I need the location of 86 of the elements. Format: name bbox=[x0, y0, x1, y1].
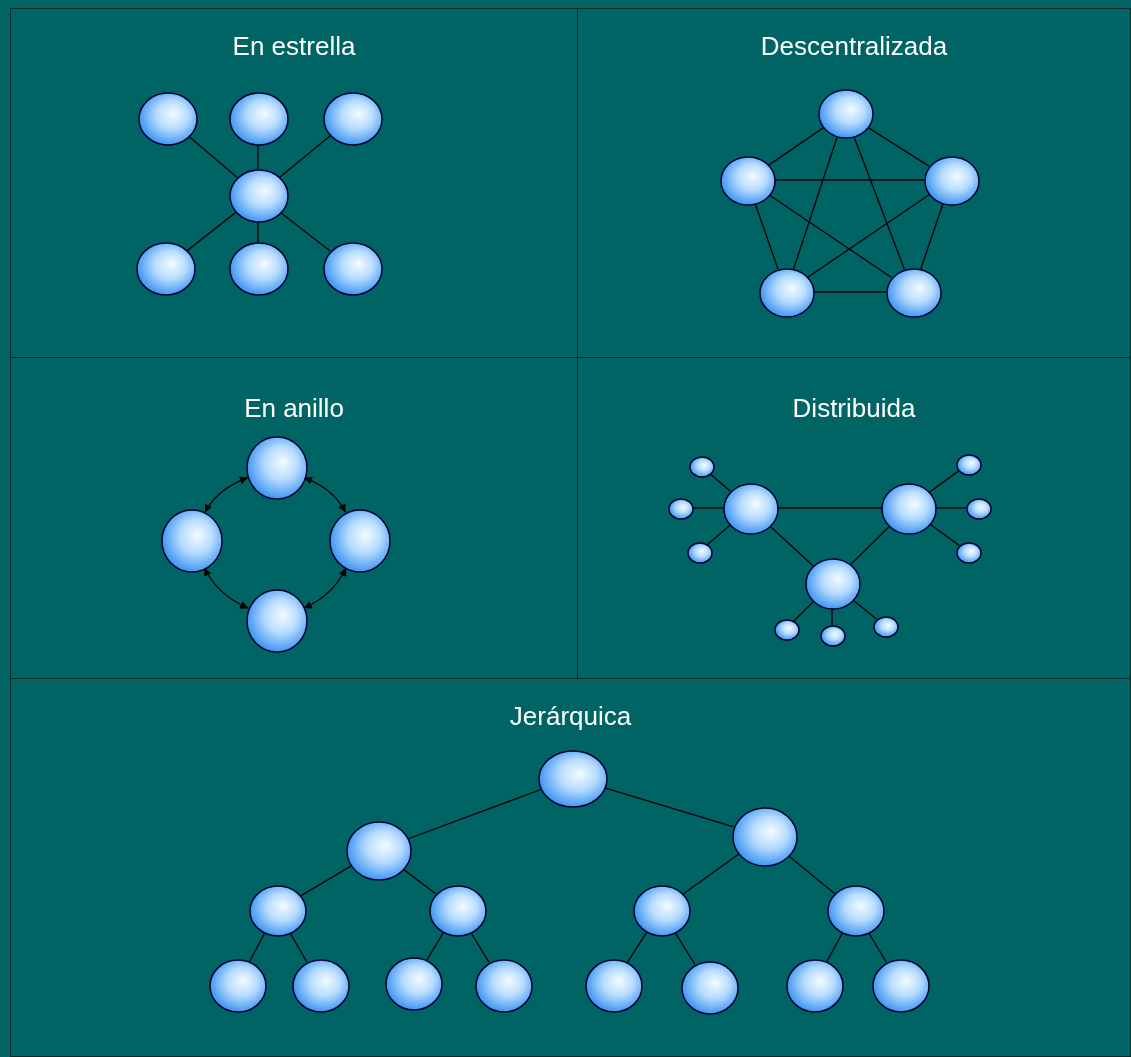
connector-line bbox=[401, 868, 437, 895]
network-node bbox=[538, 750, 608, 808]
connector-line bbox=[708, 472, 731, 492]
panel-title: Distribuida bbox=[792, 393, 916, 424]
connector-line bbox=[928, 469, 960, 494]
double-arrow bbox=[203, 567, 249, 609]
topology-panel bbox=[10, 8, 578, 358]
connector-line bbox=[851, 598, 878, 620]
network-node bbox=[818, 89, 874, 139]
network-node bbox=[786, 959, 844, 1013]
connector-line bbox=[792, 135, 839, 270]
connector-line bbox=[767, 126, 825, 166]
connector-line bbox=[787, 854, 835, 894]
network-node bbox=[161, 509, 223, 573]
network-node bbox=[246, 589, 308, 653]
connector-line bbox=[920, 202, 944, 270]
connector-line bbox=[186, 211, 237, 252]
network-node bbox=[886, 268, 942, 318]
network-node bbox=[246, 436, 308, 500]
connector-line bbox=[626, 931, 648, 964]
network-node bbox=[820, 625, 846, 647]
double-arrow bbox=[303, 567, 347, 609]
network-node bbox=[805, 558, 861, 610]
network-node bbox=[873, 616, 899, 638]
connector-line bbox=[289, 931, 308, 963]
panel-title: Jerárquica bbox=[509, 701, 632, 732]
connector-line bbox=[853, 135, 905, 270]
network-node bbox=[429, 885, 487, 937]
network-node bbox=[138, 92, 198, 146]
network-node bbox=[956, 542, 982, 564]
network-node bbox=[720, 156, 776, 206]
network-node bbox=[323, 92, 383, 146]
network-node bbox=[668, 498, 694, 520]
connector-line bbox=[793, 600, 815, 622]
panel-title: En anillo bbox=[244, 393, 344, 424]
network-node bbox=[329, 509, 391, 573]
network-node bbox=[633, 885, 691, 937]
double-arrow bbox=[204, 476, 249, 514]
connector-line bbox=[469, 931, 490, 964]
network-node bbox=[229, 92, 289, 146]
network-node bbox=[346, 821, 412, 881]
connector-line bbox=[278, 134, 332, 179]
connector-line bbox=[187, 135, 238, 178]
panel-title: En estrella bbox=[232, 31, 356, 62]
connector-line bbox=[426, 931, 445, 961]
network-node bbox=[723, 483, 779, 535]
connector-line bbox=[279, 211, 331, 252]
network-node bbox=[759, 268, 815, 318]
connector-line bbox=[682, 853, 740, 895]
network-node bbox=[689, 456, 715, 478]
topology-panel bbox=[10, 678, 1131, 1057]
network-node bbox=[924, 156, 980, 206]
network-node bbox=[385, 957, 443, 1011]
connector-line bbox=[673, 931, 696, 966]
topology-panel bbox=[577, 8, 1131, 358]
network-node bbox=[585, 959, 643, 1013]
connector-line bbox=[806, 193, 931, 279]
panel-title: Descentralizada bbox=[760, 31, 948, 62]
network-node bbox=[292, 959, 350, 1013]
connector-line bbox=[768, 524, 814, 567]
connector-line bbox=[257, 220, 259, 243]
network-node bbox=[827, 885, 885, 937]
network-node bbox=[475, 959, 533, 1013]
connector-line bbox=[831, 607, 833, 626]
connector-line bbox=[257, 143, 259, 170]
connector-line bbox=[299, 865, 352, 897]
connector-line bbox=[867, 931, 887, 963]
network-node bbox=[872, 959, 930, 1013]
network-node bbox=[681, 961, 739, 1015]
connector-line bbox=[849, 525, 891, 566]
network-node bbox=[774, 619, 800, 641]
connector-line bbox=[866, 126, 930, 167]
network-node bbox=[732, 807, 798, 867]
connector-line bbox=[826, 931, 844, 963]
network-node bbox=[229, 169, 289, 223]
network-node bbox=[881, 483, 937, 535]
network-node bbox=[687, 542, 713, 564]
network-node bbox=[966, 498, 992, 520]
network-node bbox=[249, 885, 307, 937]
network-node bbox=[209, 959, 267, 1013]
network-node bbox=[323, 242, 383, 296]
connector-line bbox=[248, 931, 266, 963]
network-node bbox=[229, 242, 289, 296]
network-node bbox=[956, 454, 982, 476]
network-node bbox=[136, 242, 196, 296]
connector-line bbox=[706, 524, 731, 546]
